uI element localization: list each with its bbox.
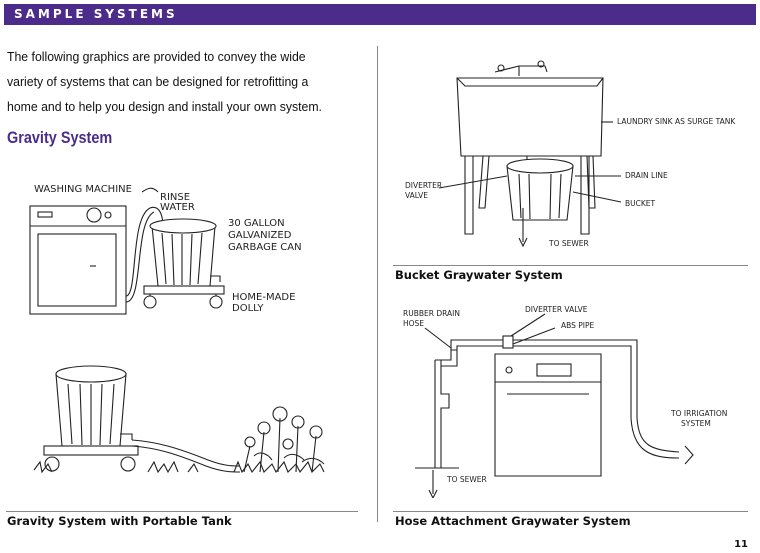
label-to-irrigation-1: TO IRRIGATION	[670, 409, 727, 418]
label-drain-line: DRAIN LINE	[625, 171, 668, 180]
label-washing-machine: WASHING MACHINE	[34, 184, 132, 195]
column-divider	[377, 46, 378, 522]
hose-attachment-illustration: RUBBER DRAIN HOSE DIVERTER VALVE ABS PIP…	[403, 305, 727, 498]
label-diverter-valve-1: DIVERTER	[405, 181, 442, 190]
label-can-2: GALVANIZED	[228, 230, 292, 241]
gravity-system-illustration: WASHING MACHINE RINSE WATER 30 GALLON GA…	[29, 184, 302, 315]
gravity-system-heading: Gravity System	[7, 128, 113, 147]
caption-rule-bucket	[393, 265, 748, 266]
label-to-irrigation-2: SYSTEM	[681, 419, 711, 428]
label-dolly-1: HOME-MADE	[232, 292, 295, 303]
portable-tank-illustration	[33, 365, 325, 474]
page-number: 11	[734, 539, 748, 550]
label-can-3: GARBAGE CAN	[228, 242, 302, 253]
caption-gravity-portable-tank: Gravity System with Portable Tank	[7, 514, 232, 528]
label-can-1: 30 GALLON	[228, 218, 285, 229]
bucket-system-illustration: LAUNDRY SINK AS SURGE TANK DRAIN LINE BU…	[405, 60, 736, 248]
section-header-title: SAMPLE SYSTEMS	[14, 7, 178, 21]
caption-hose-attachment-system: Hose Attachment Graywater System	[395, 514, 631, 528]
label-to-sewer-hose: TO SEWER	[446, 475, 487, 484]
label-diverter-valve-2: VALVE	[405, 191, 428, 200]
intro-paragraph: The following graphics are provided to c…	[7, 49, 322, 114]
label-to-sewer-bucket: TO SEWER	[548, 239, 589, 248]
section-header-bar: SAMPLE SYSTEMS	[4, 4, 756, 25]
label-diverter-valve-hose: DIVERTER VALVE	[525, 305, 588, 314]
label-rinse-water-2: WATER	[160, 202, 195, 213]
label-laundry-sink: LAUNDRY SINK AS SURGE TANK	[617, 117, 736, 126]
label-rinse-water-1: RINSE	[160, 192, 190, 203]
caption-bucket-graywater-system: Bucket Graywater System	[395, 268, 563, 282]
label-abs-pipe: ABS PIPE	[561, 321, 595, 330]
label-rubber-drain-hose-2: HOSE	[403, 319, 424, 328]
caption-rule-hose	[393, 511, 748, 512]
label-dolly-2: DOLLY	[232, 303, 264, 314]
caption-rule-left	[6, 511, 358, 512]
label-bucket: BUCKET	[625, 199, 656, 208]
label-rubber-drain-hose-1: RUBBER DRAIN	[403, 309, 460, 318]
